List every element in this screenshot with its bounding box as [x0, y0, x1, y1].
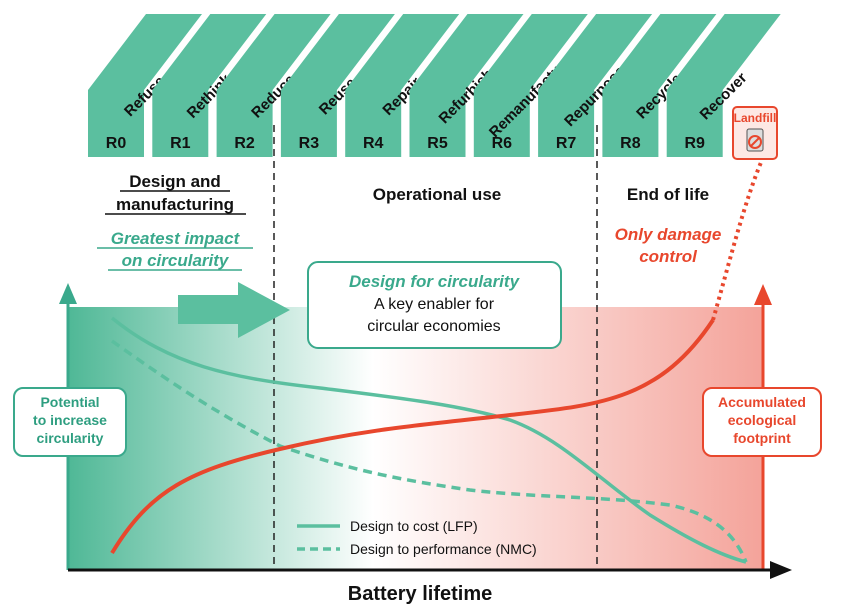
legend-dashed-label: Design to performance (NMC) [350, 541, 537, 557]
impact-line2: on circularity [122, 251, 230, 270]
legend-solid-label: Design to cost (LFP) [350, 518, 478, 534]
x-axis-arrowhead [770, 561, 792, 579]
damage-line2: control [639, 247, 698, 266]
red-gradient-area [373, 307, 763, 570]
center-box-line2: circular economies [367, 318, 500, 335]
right-box-line3: footprint [733, 430, 791, 446]
phase-end-of-life: End of life [627, 185, 709, 204]
r-code-r8: R8 [620, 135, 641, 152]
r-code-r5: R5 [427, 135, 448, 152]
r-strategy-banners: R0RefuseR1RethinkR2ReduceR3ReuseR4Repair… [88, 14, 781, 157]
red-axis-arrowhead [754, 284, 772, 305]
teal-axis-arrowhead [59, 283, 77, 304]
impact-arrow [178, 282, 290, 338]
r-code-r7: R7 [556, 135, 577, 152]
left-box-line2: to increase [33, 412, 107, 428]
footprint-dotted-extension [711, 159, 764, 321]
landfill-bin-icon [746, 128, 764, 152]
damage-line1: Only damage [615, 225, 722, 244]
r-code-r9: R9 [684, 135, 705, 152]
x-axis-label: Battery lifetime [348, 583, 493, 605]
landfill-label: Landfill [734, 111, 777, 125]
r-code-r2: R2 [234, 135, 255, 152]
ecological-footprint-box: Accumulated ecological footprint [702, 387, 822, 457]
r-code-r6: R6 [492, 135, 513, 152]
right-box-line1: Accumulated [718, 394, 806, 410]
r-code-r4: R4 [363, 135, 384, 152]
left-box-line3: circularity [37, 430, 104, 446]
r-code-r0: R0 [106, 135, 127, 152]
phase-operational: Operational use [373, 185, 501, 204]
legend: Design to cost (LFP) Design to performan… [297, 518, 537, 557]
design-for-circularity-box: Design for circularity A key enabler for… [307, 261, 562, 349]
phase-design-line2: manufacturing [116, 195, 234, 214]
footprint-curve [110, 318, 715, 555]
center-box-title: Design for circularity [349, 272, 521, 291]
landfill-box: Landfill [732, 106, 778, 160]
impact-line1: Greatest impact [111, 229, 241, 248]
left-box-line1: Potential [40, 394, 99, 410]
center-box-line1: A key enabler for [374, 296, 495, 313]
potential-circularity-box: Potential to increase circularity [13, 387, 127, 457]
right-box-line2: ecological [728, 412, 796, 428]
phase-design-line1: Design and [129, 172, 221, 191]
r-code-r3: R3 [299, 135, 320, 152]
r-code-r1: R1 [170, 135, 191, 152]
